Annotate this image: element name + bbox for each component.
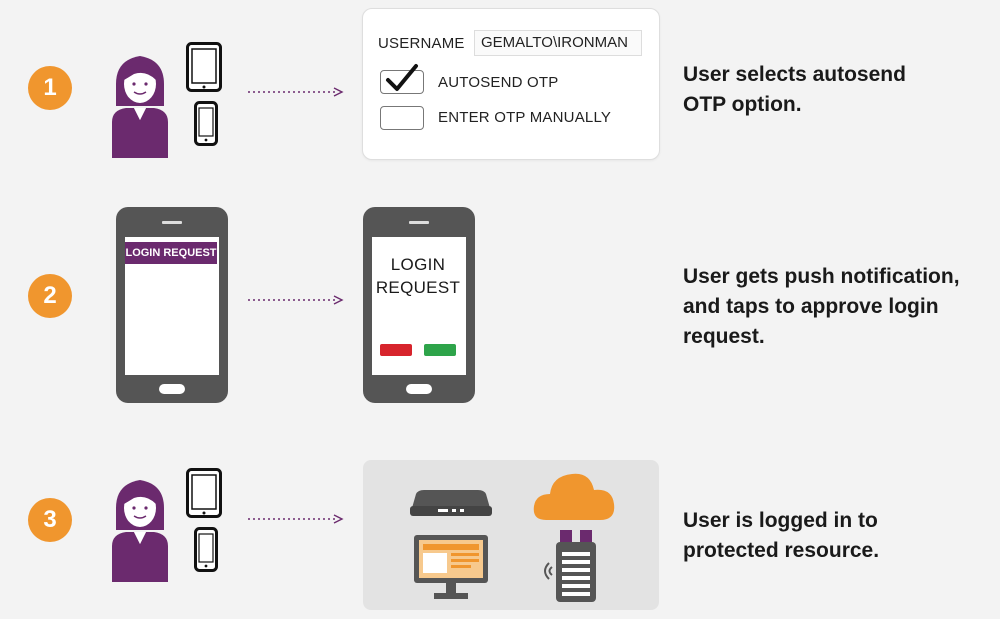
dotted-arrow-icon <box>248 514 344 524</box>
wireless-icon <box>544 562 553 580</box>
phone-icon <box>194 101 218 146</box>
dotted-arrow-icon <box>248 295 344 305</box>
protected-resources-panel <box>363 460 659 610</box>
step-1-badge: 1 <box>28 66 72 110</box>
autosend-option-label: AUTOSEND OTP <box>438 74 559 91</box>
smartphone-approval-icon <box>363 207 475 403</box>
step-3-description: User is logged in to protected resource. <box>683 506 879 566</box>
step-2-description: User gets push notification, and taps to… <box>683 262 960 352</box>
step-1-description-line: User selects autosend <box>683 63 906 86</box>
tablet-icon <box>186 468 222 518</box>
step-2-description-line: and taps to approve login <box>683 295 939 318</box>
login-request-title: LOGIN REQUEST <box>372 253 464 299</box>
username-field[interactable]: GEMALTO\IRONMAN <box>474 30 642 56</box>
monitor-icon <box>414 535 488 599</box>
approve-button[interactable] <box>424 344 456 356</box>
cloud-icon <box>533 473 615 520</box>
dotted-arrow-icon <box>248 87 344 97</box>
user-icon <box>112 56 168 158</box>
step-2-description-line: request. <box>683 325 765 348</box>
tablet-icon <box>186 42 222 92</box>
manual-otp-checkbox[interactable] <box>380 106 424 130</box>
login-request-line: REQUEST <box>375 278 461 297</box>
login-request-notification[interactable]: LOGIN REQUEST <box>125 242 217 264</box>
deny-button[interactable] <box>380 344 412 356</box>
phone-icon <box>194 527 218 572</box>
step-3-badge: 3 <box>28 498 72 542</box>
step-3-description-line: User is logged in to <box>683 509 878 532</box>
manual-option-label: ENTER OTP MANUALLY <box>438 109 612 126</box>
login-request-line: LOGIN <box>390 255 446 274</box>
step-2-description-line: User gets push notification, <box>683 265 960 288</box>
step-2-badge: 2 <box>28 274 72 318</box>
user-icon <box>112 480 168 582</box>
step-1-description-line: OTP option. <box>683 93 802 116</box>
token-icon <box>556 530 596 602</box>
step-3-description-line: protected resource. <box>683 539 880 562</box>
step-1-description: User selects autosend OTP option. <box>683 60 906 120</box>
checkmark-icon <box>386 64 418 91</box>
router-icon <box>410 490 492 516</box>
smartphone-notification-icon <box>116 207 228 403</box>
username-label: USERNAME <box>378 35 465 52</box>
